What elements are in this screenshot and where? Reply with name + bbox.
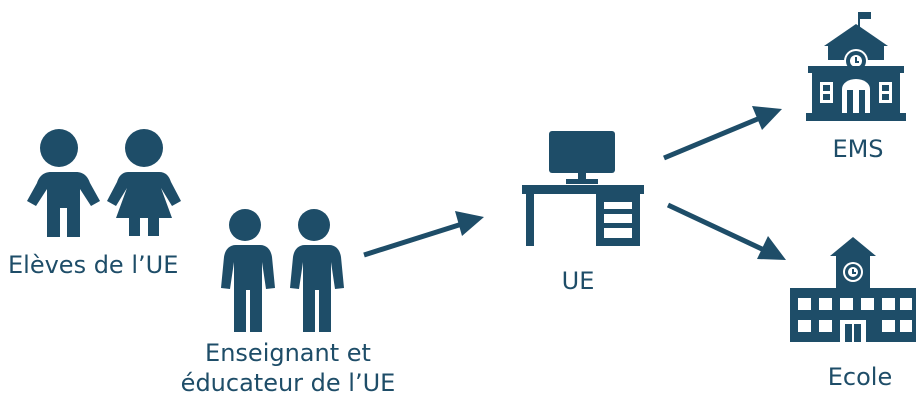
school-icon xyxy=(790,237,916,342)
children-icon xyxy=(27,129,181,237)
ems-label: EMS xyxy=(832,135,884,163)
teachers-label: Enseignant et éducateur de l’UE xyxy=(168,338,408,398)
teachers-label-line2: éducateur de l’UE xyxy=(180,369,396,397)
historic-building-icon xyxy=(806,12,906,121)
teachers-label-line1: Enseignant et xyxy=(205,339,371,367)
arrow-teachers-to-ue xyxy=(363,211,484,258)
desk-computer-icon xyxy=(522,131,644,246)
pupils-label: Elèves de l’UE xyxy=(8,251,179,279)
adults-icon xyxy=(221,209,344,332)
arrow-ue-to-ecole xyxy=(666,202,786,260)
ecole-label: Ecole xyxy=(827,363,893,391)
arrow-ue-to-ems xyxy=(663,106,782,161)
ue-label: UE xyxy=(561,267,595,295)
